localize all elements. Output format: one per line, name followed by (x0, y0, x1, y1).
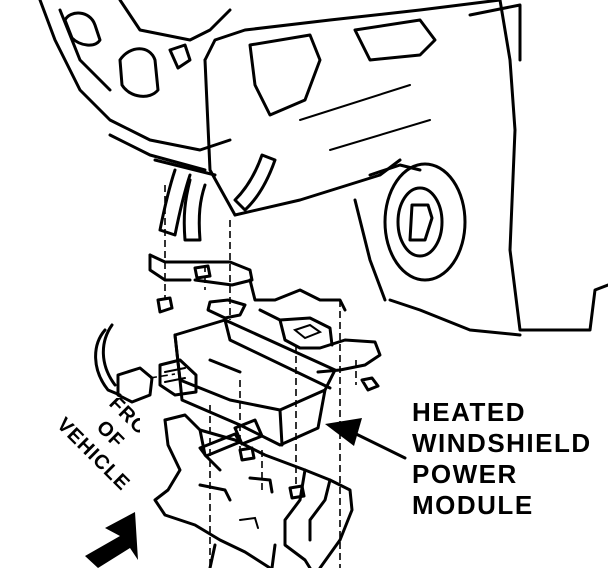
lower-heater-case (153, 413, 354, 568)
dash-panel (38, 0, 232, 177)
fasteners (156, 264, 380, 500)
wiring-connector (94, 323, 198, 404)
component-callout: HEATED WINDSHIELD POWER MODULE (412, 397, 592, 521)
vacuum-hoses (158, 153, 277, 242)
orientation-line-3: VEHICLE (52, 414, 134, 496)
upper-bracket (148, 253, 382, 374)
callout-line-2: WINDSHIELD (412, 428, 592, 458)
blower-housing (203, 0, 608, 337)
callout-line-1: HEATED (412, 397, 526, 427)
power-module (173, 318, 337, 447)
front-arrow-icon (85, 512, 138, 568)
front-of-vehicle-label: FRONT OF VEHICLE (52, 398, 140, 496)
callout-line-3: POWER (412, 459, 518, 489)
callout-arrow (325, 418, 407, 460)
callout-line-4: MODULE (412, 490, 534, 520)
